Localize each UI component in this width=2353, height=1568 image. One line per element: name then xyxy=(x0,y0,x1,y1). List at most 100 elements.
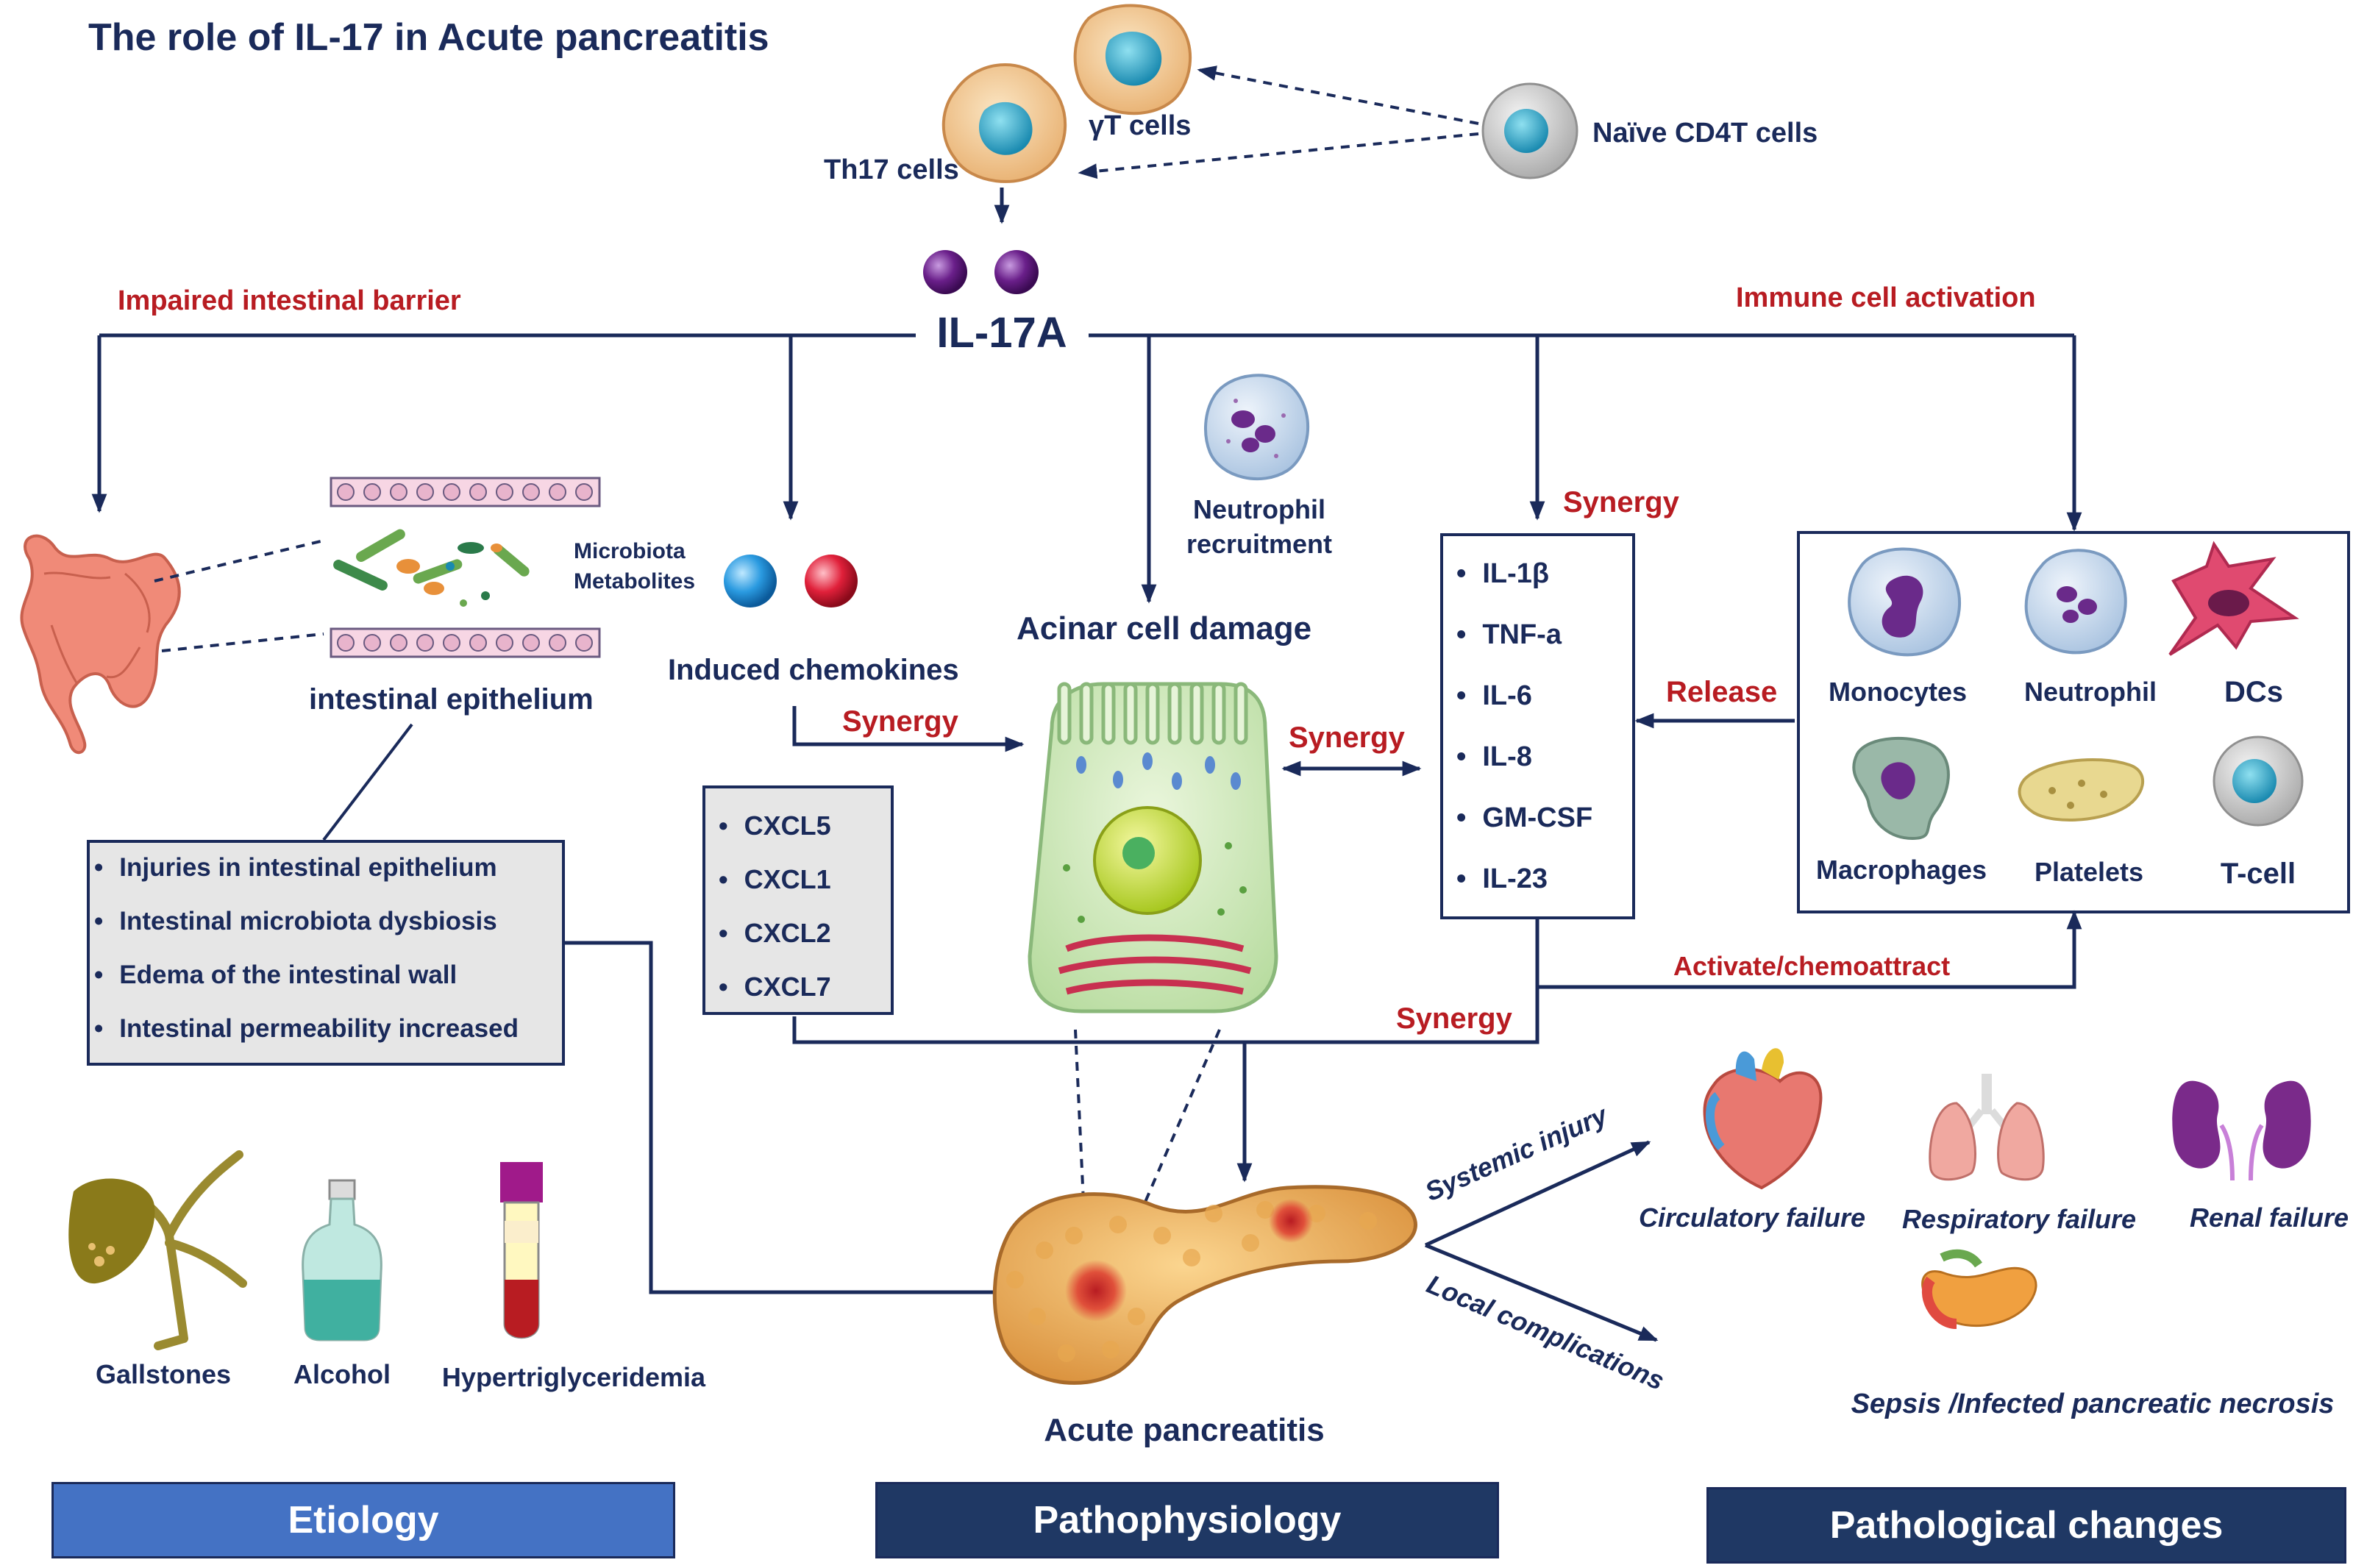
gallstones-label: Gallstones xyxy=(95,1359,232,1389)
neutrophil-recruitment-label: Neutrophil recruitment xyxy=(1186,493,1332,562)
immune-cell-label: Macrophages xyxy=(1815,855,1987,885)
injury-item: Intestinal permeability increased xyxy=(94,1014,562,1068)
pathophysiology-band: Pathophysiology xyxy=(875,1482,1499,1558)
cytokine-item: IL-8 xyxy=(1456,741,1632,802)
dendritic-cells-icon xyxy=(2168,541,2299,656)
epithelium-to-box-line xyxy=(322,723,413,841)
naive-to-gdt-arrow xyxy=(1197,65,1479,125)
il17a-molecule-icon xyxy=(994,250,1039,294)
chemokine-item: CXCL1 xyxy=(719,864,891,918)
naive-cd4-label: Naïve CD4T cells xyxy=(1592,118,1818,149)
gamma-delta-t-cell-icon xyxy=(1073,4,1192,115)
chemokine-box: CXCL5 CXCL1 CXCL2 CXCL7 xyxy=(702,785,894,1015)
sepsis-label: Sepsis /Infected pancreatic necrosis xyxy=(1851,1389,2335,1419)
activate-chemoattract-arrow xyxy=(1537,910,2082,989)
macrophages-icon xyxy=(1852,736,1950,841)
intestinal-epithelium-illustration xyxy=(330,477,601,658)
lungs-icon xyxy=(1929,1074,2045,1181)
immune-cell-label: Neutrophil xyxy=(2024,677,2157,707)
intestine-zoom-line xyxy=(154,539,324,582)
cytokine-item: IL-1β xyxy=(1456,558,1632,619)
intestine-zoom-line xyxy=(161,632,324,652)
immune-activation-label: Immune cell activation xyxy=(1736,282,2036,313)
activate-chemoattract-label: Activate/chemoattract xyxy=(1673,951,1951,981)
monocytes-icon xyxy=(1848,547,1962,657)
impaired-barrier-label: Impaired intestinal barrier xyxy=(118,285,461,316)
injury-item: Intestinal microbiota dysbiosis xyxy=(94,907,562,961)
intestine-icon xyxy=(20,534,181,755)
alcohol-label: Alcohol xyxy=(293,1359,391,1389)
circulatory-failure-label: Circulatory failure xyxy=(1638,1202,1866,1233)
chemokines-synergy-arrow xyxy=(792,706,1025,752)
alcohol-icon xyxy=(302,1179,382,1341)
barrier-to-pancreatitis-arrow xyxy=(565,941,1026,1300)
respiratory-failure-label: Respiratory failure xyxy=(1901,1204,2137,1234)
pancreas-icon xyxy=(992,1185,1417,1385)
immune-cell-label: DCs xyxy=(2224,676,2284,708)
acinar-cell-icon xyxy=(1028,682,1278,1013)
intestinal-injury-box: Injuries in intestinal epithelium Intest… xyxy=(87,840,565,1066)
neutrophil-recruitment-icon xyxy=(1204,374,1310,481)
cytokine-box: IL-1β TNF-a IL-6 IL-8 GM-CSF IL-23 xyxy=(1440,533,1635,919)
acinar-cell-damage-label: Acinar cell damage xyxy=(1017,610,1312,646)
renal-failure-label: Renal failure xyxy=(2189,1202,2349,1233)
chemokine-item: CXCL7 xyxy=(719,972,891,1025)
neutrophil-line: Neutrophil xyxy=(1193,494,1325,524)
etiology-band: Etiology xyxy=(51,1482,675,1558)
intestinal-injury-list: Injuries in intestinal epithelium Intest… xyxy=(94,853,562,1068)
microbiota-line: Microbiota xyxy=(574,539,686,563)
heart-icon xyxy=(1703,1048,1823,1190)
acinar-synergy-label: Synergy xyxy=(1289,721,1405,754)
naive-cd4-t-cell-icon xyxy=(1481,82,1578,179)
injury-item: Injuries in intestinal epithelium xyxy=(94,853,562,907)
synergy-bottom-line xyxy=(792,919,1539,1044)
cytokine-item: IL-23 xyxy=(1456,863,1632,924)
neutrophil-icon xyxy=(2024,549,2127,655)
acute-pancreatitis-label: Acute pancreatitis xyxy=(1044,1412,1325,1448)
immune-cell-box xyxy=(1797,531,2350,913)
systemic-injury-arrow xyxy=(1424,1140,1651,1247)
naive-to-th17-arrow xyxy=(1078,132,1479,179)
immune-cell-label: Platelets xyxy=(2034,857,2144,887)
page-title: The role of IL-17 in Acute pancreatitis xyxy=(88,16,769,59)
cytokine-synergy-label: Synergy xyxy=(1563,486,1679,518)
bottom-synergy-label: Synergy xyxy=(1396,1002,1512,1035)
cytokine-item: IL-6 xyxy=(1456,680,1632,741)
pathological-changes-band: Pathological changes xyxy=(1706,1487,2346,1564)
intestinal-epithelium-label: intestinal epithelium xyxy=(309,683,594,716)
chemokine-synergy-label: Synergy xyxy=(842,705,958,738)
chemokine-item: CXCL5 xyxy=(719,810,891,864)
microbiota-icon xyxy=(333,529,530,607)
blood-tube-icon xyxy=(500,1162,543,1339)
gallstones-icon xyxy=(68,1150,247,1350)
t-cell-icon xyxy=(2213,735,2304,827)
th17-cell-icon xyxy=(941,63,1067,183)
recruitment-line: recruitment xyxy=(1186,528,1333,559)
microbiota-label: Microbiota Metabolites xyxy=(574,537,695,596)
chemokine-red-icon xyxy=(805,555,858,607)
th17-cells-label: Th17 cells xyxy=(824,154,959,185)
platelets-icon xyxy=(2018,758,2144,822)
chemokine-item: CXCL2 xyxy=(719,918,891,972)
immune-cell-label: Monocytes xyxy=(1828,677,1968,707)
immune-cell-label: T-cell xyxy=(2220,858,2296,890)
il17a-label: IL-17A xyxy=(936,309,1067,357)
il17a-distribution-lines xyxy=(91,333,2082,604)
cytokine-list: IL-1β TNF-a IL-6 IL-8 GM-CSF IL-23 xyxy=(1456,558,1632,924)
cytokine-item: GM-CSF xyxy=(1456,802,1632,863)
kidneys-icon xyxy=(2172,1080,2311,1181)
chemokine-list: CXCL5 CXCL1 CXCL2 CXCL7 xyxy=(719,810,891,1025)
induced-chemokines-label: Induced chemokines xyxy=(668,654,959,686)
local-complications-arrow xyxy=(1425,1243,1659,1342)
gdt-cells-label: γT cells xyxy=(1089,110,1192,141)
chemokine-blue-icon xyxy=(724,555,777,607)
hypertriglyceridemia-label: Hypertriglyceridemia xyxy=(441,1362,706,1392)
infected-pancreas-icon xyxy=(1921,1249,2037,1329)
injury-item: Edema of the intestinal wall xyxy=(94,961,562,1014)
metabolites-line: Metabolites xyxy=(574,569,696,594)
release-label: Release xyxy=(1666,676,1778,708)
il17a-molecule-icon xyxy=(923,250,967,294)
cytokine-item: TNF-a xyxy=(1456,619,1632,680)
